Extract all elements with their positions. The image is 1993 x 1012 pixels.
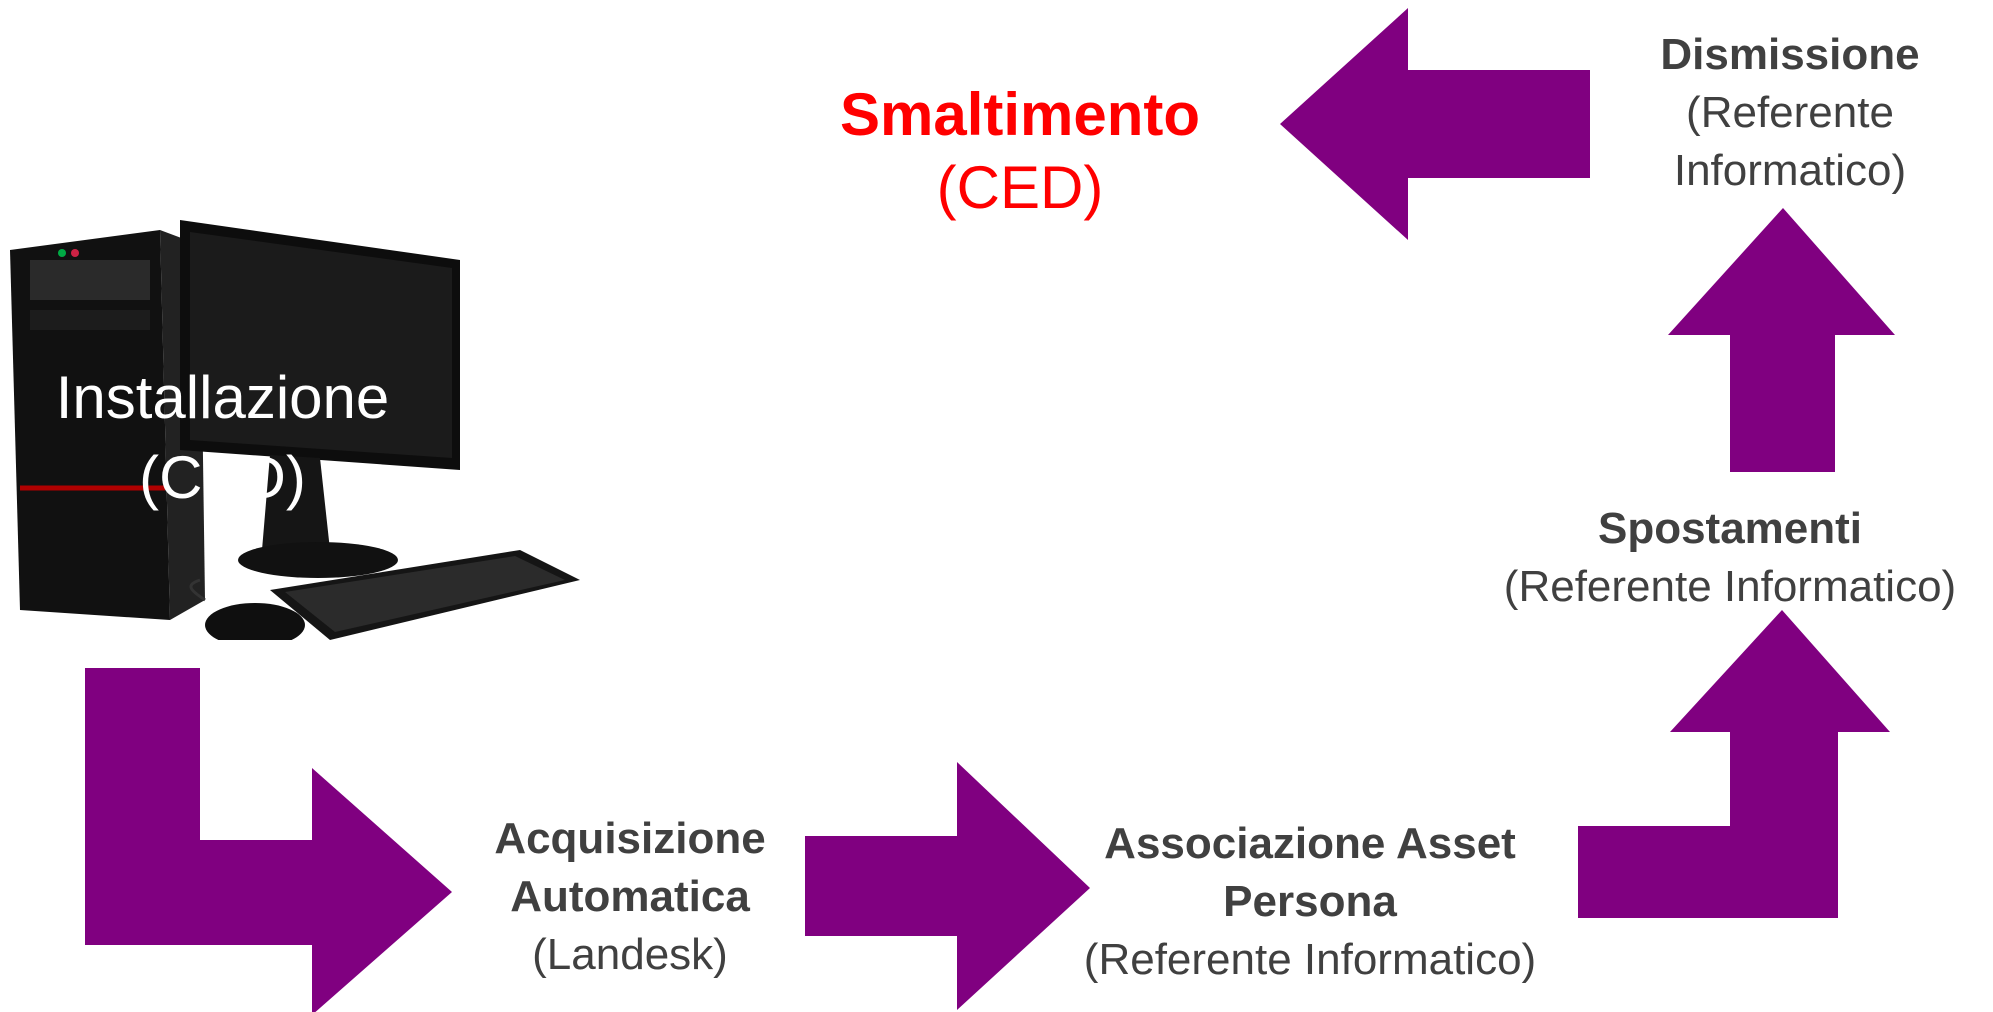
step-dismissione-role-line2: Informatico) <box>1673 146 1907 195</box>
step-spostamenti-title: Spostamenti <box>1597 504 1863 553</box>
step-associazione: Associazione Asset Persona (Referente In… <box>1040 815 1580 989</box>
arrow-dismissione-to-smaltimento <box>1280 8 1590 240</box>
arrow-acquisizione-to-associazione <box>805 762 1090 1010</box>
step-dismissione-role-line1: (Referente <box>1686 88 1894 137</box>
arrow-installazione-to-acquisizione <box>85 668 452 1012</box>
step-acquisizione-title-line1: Acquisizione <box>494 814 766 863</box>
step-smaltimento: Smaltimento (CED) <box>780 80 1260 226</box>
step-associazione-title-line1: Associazione Asset <box>1104 819 1516 868</box>
step-installazione-title: Installazione <box>55 364 390 431</box>
step-spostamenti: Spostamenti (Referente Informatico) <box>1480 500 1980 616</box>
desktop-computer-icon <box>10 220 580 640</box>
step-dismissione: Dismissione (Referente Informatico) <box>1600 26 1980 200</box>
step-installazione: Installazione (CED) <box>0 358 445 518</box>
step-acquisizione-title-line2: Automatica <box>510 872 750 921</box>
step-installazione-role: (CED) <box>139 444 306 511</box>
arrow-spostamenti-to-dismissione <box>1668 208 1895 472</box>
step-spostamenti-role: (Referente Informatico) <box>1503 562 1957 611</box>
step-associazione-title-line2: Persona <box>1223 877 1397 926</box>
arrow-associazione-to-spostamenti <box>1578 610 1890 918</box>
step-associazione-role: (Referente Informatico) <box>1083 935 1537 984</box>
step-acquisizione: Acquisizione Automatica (Landesk) <box>450 810 810 984</box>
step-smaltimento-role: (CED) <box>936 154 1104 221</box>
step-smaltimento-title: Smaltimento <box>839 81 1201 148</box>
step-acquisizione-role: (Landesk) <box>532 930 728 979</box>
step-dismissione-title: Dismissione <box>1660 30 1920 79</box>
